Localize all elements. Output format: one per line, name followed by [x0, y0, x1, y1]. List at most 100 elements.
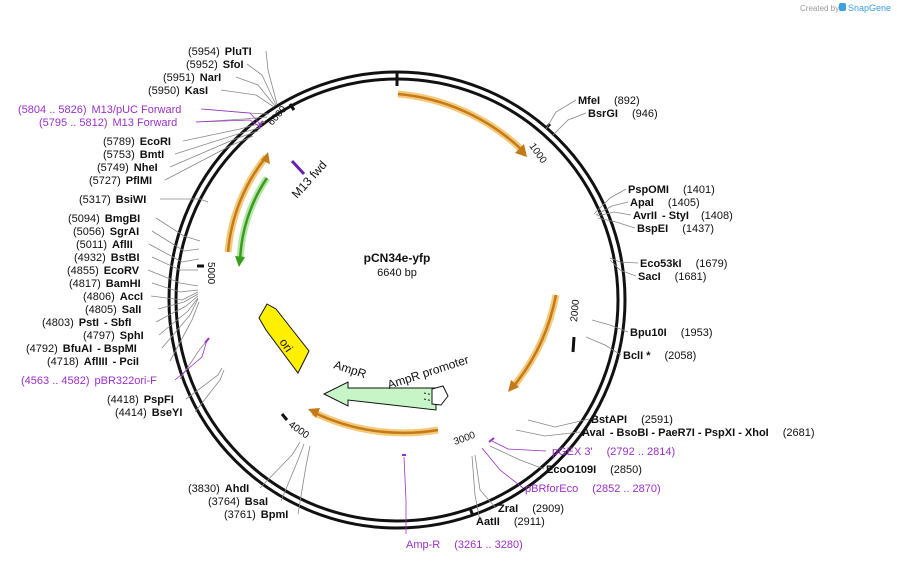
connectors-right — [471, 99, 639, 522]
site-label-PstI: (4803)PstI- SbfI — [42, 317, 131, 329]
svg-text:(5727)PflMI: (5727)PflMI — [89, 175, 152, 187]
svg-text:BsrGI(946): BsrGI(946) — [588, 108, 658, 120]
svg-text:(4855)EcoRV: (4855)EcoRV — [67, 265, 140, 277]
svg-text:(4797)SphI: (4797)SphI — [83, 330, 144, 342]
svg-text:(5795 .. 5812)M13 Forward: (5795 .. 5812)M13 Forward — [39, 117, 177, 129]
svg-text:(4932)BstBI: (4932)BstBI — [74, 252, 140, 264]
svg-text:AatII(2911): AatII(2911) — [476, 516, 545, 528]
site-label-BsrGI: BsrGI(946) — [588, 108, 658, 120]
site-label-AvrII: AvrII- StyI(1408) — [633, 210, 733, 222]
site-label-NheI: (5749)NheI — [97, 162, 158, 174]
site-label-BmtI: (5753)BmtI — [103, 149, 164, 161]
primer-label-amp-r: Amp-R(3261 .. 3280) — [406, 539, 523, 551]
site-label-BfuAI: (4792)BfuAI- BspMI — [26, 343, 137, 355]
svg-text:BstAPI(2591): BstAPI(2591) — [591, 414, 673, 426]
plasmid-size: 6640 bp — [377, 267, 417, 279]
svg-text:1000: 1000 — [527, 141, 549, 166]
svg-text:(5753)BmtI: (5753)BmtI — [103, 149, 164, 161]
site-label-SfoI: (5952)SfoI — [186, 59, 244, 71]
site-label-Bpu10I: Bpu10I(1953) — [630, 327, 712, 339]
site-label-PluTI: (5954)PluTI — [188, 46, 252, 58]
ampr-promoter-label: AmpR promoter — [386, 352, 471, 391]
site-label-SacI: SacI(1681) — [638, 271, 706, 283]
site-label-ApaI: ApaI(1405) — [630, 197, 700, 209]
svg-text:(4817)BamHI: (4817)BamHI — [69, 278, 141, 290]
feature-arc-left-orange — [224, 152, 270, 253]
primer-label-m13-puc-forward: (5804 .. 5826)M13/pUC Forward — [18, 104, 181, 116]
svg-text:(4718)AflIII- PciI: (4718)AflIII- PciI — [47, 356, 139, 368]
svg-text:(4563 .. 4582)pBR322ori-F: (4563 .. 4582)pBR322ori-F — [21, 375, 157, 387]
svg-text:(5749)NheI: (5749)NheI — [97, 162, 158, 174]
svg-text:(4414)BseYI: (4414)BseYI — [115, 407, 182, 419]
svg-text:(5317)BsiWI: (5317)BsiWI — [79, 194, 146, 206]
feature-arc-top — [397, 90, 527, 157]
svg-text:(5094)BmgBI: (5094)BmgBI — [68, 213, 140, 225]
site-label-BmgBI: (5094)BmgBI — [68, 213, 140, 225]
site-label-EcoRV: (4855)EcoRV — [67, 265, 140, 277]
svg-text:(5954)PluTI: (5954)PluTI — [188, 46, 252, 58]
site-label-AvaI: AvaI- BsoBI - PaeR7I - PspXI - XhoI(2681… — [582, 427, 815, 439]
svg-text:SacI(1681): SacI(1681) — [638, 271, 706, 283]
site-label-KasI: (5950)KasI — [148, 85, 208, 97]
site-label-BsaI: (3764)BsaI — [208, 496, 268, 508]
primer-label-m13-forward: (5795 .. 5812)M13 Forward — [39, 117, 177, 129]
primer-label-pbrforeco: pBRforEco(2852 .. 2870) — [525, 483, 661, 495]
svg-text:(4792)BfuAI- BspMI: (4792)BfuAI- BspMI — [26, 343, 137, 355]
feature-arc-right — [508, 294, 560, 392]
tick-4000: 4000 — [280, 413, 311, 441]
ampr-feature: AmpR — [322, 358, 437, 411]
connectors-left — [147, 50, 311, 515]
svg-text:PspOMI(1401): PspOMI(1401) — [628, 184, 715, 196]
svg-text:Bpu10I(1953): Bpu10I(1953) — [630, 327, 712, 339]
site-label-AccI: (4806)AccI — [83, 291, 143, 303]
site-label-PspOMI: PspOMI(1401) — [628, 184, 715, 196]
svg-text:BclI *(2058): BclI *(2058) — [623, 350, 696, 362]
svg-text:(5804 .. 5826)M13/pUC Forward: (5804 .. 5826)M13/pUC Forward — [18, 104, 181, 116]
site-label-BsiWI: (5317)BsiWI — [79, 194, 146, 206]
svg-text:(5056)SgrAI: (5056)SgrAI — [73, 226, 139, 238]
svg-text:(5951)NarI: (5951)NarI — [163, 72, 221, 84]
svg-text:(4806)AccI: (4806)AccI — [83, 291, 143, 303]
site-label-BspEI: BspEI(1437) — [637, 223, 714, 235]
svg-text:(5789)EcoRI: (5789)EcoRI — [103, 136, 171, 148]
svg-text:MfeI(892): MfeI(892) — [578, 95, 640, 107]
svg-text:(3761)BpmI: (3761)BpmI — [224, 509, 288, 521]
svg-text:BspEI(1437): BspEI(1437) — [637, 223, 714, 235]
site-label-BseYI: (4414)BseYI — [115, 407, 182, 419]
svg-text:Eco53kI(1679): Eco53kI(1679) — [640, 258, 727, 270]
site-label-AatII: AatII(2911) — [476, 516, 545, 528]
plasmid-name: pCN34e-yfp — [364, 251, 431, 265]
svg-text:AvrII- StyI(1408): AvrII- StyI(1408) — [633, 210, 733, 222]
tick-2000: 2000 — [569, 299, 582, 353]
snapgene-brand: SnapGene — [848, 3, 891, 13]
site-label-AhdI: (3830)AhdI — [188, 483, 249, 495]
ori-feature: ori — [258, 303, 310, 374]
feature-arc-left-green — [235, 176, 270, 267]
svg-text:ZraI(2909): ZraI(2909) — [498, 503, 564, 515]
created-by-text: Created by — [800, 4, 839, 13]
tick-5000: 5000 — [197, 262, 216, 285]
site-label-BamHI: (4817)BamHI — [69, 278, 141, 290]
svg-text:(3764)BsaI: (3764)BsaI — [208, 496, 268, 508]
svg-text:AvaI- BsoBI - PaeR7I - PspXI -: AvaI- BsoBI - PaeR7I - PspXI - XhoI(2681… — [582, 427, 815, 439]
site-label-EcoO109I: EcoO109I(2850) — [546, 464, 642, 476]
svg-text:(5011)AflII: (5011)AflII — [76, 239, 133, 251]
site-label-AflIII: (4718)AflIII- PciI — [47, 356, 139, 368]
ampr-label: AmpR — [332, 358, 368, 382]
svg-text:4000: 4000 — [286, 419, 311, 441]
primer-connectors — [174, 108, 547, 534]
site-label-BpmI: (3761)BpmI — [224, 509, 288, 521]
snapgene-logo-icon — [839, 3, 846, 11]
site-label-BstBI: (4932)BstBI — [74, 252, 140, 264]
svg-text:2000: 2000 — [569, 299, 582, 323]
primer-label-pgex-3: pGEX 3'(2792 .. 2814) — [552, 446, 675, 458]
site-label-SalI: (4805)SalI — [85, 304, 141, 316]
site-label-ZraI: ZraI(2909) — [498, 503, 564, 515]
primer-mark-pgex — [488, 437, 495, 443]
site-label-SphI: (4797)SphI — [83, 330, 144, 342]
primer-label-pbr322ori-f: (4563 .. 4582)pBR322ori-F — [21, 375, 157, 387]
svg-text:(3830)AhdI: (3830)AhdI — [188, 483, 249, 495]
site-label-Eco53kI: Eco53kI(1679) — [640, 258, 727, 270]
svg-text:(4418)PspFI: (4418)PspFI — [107, 394, 174, 406]
svg-text:EcoO109I(2850): EcoO109I(2850) — [546, 464, 642, 476]
